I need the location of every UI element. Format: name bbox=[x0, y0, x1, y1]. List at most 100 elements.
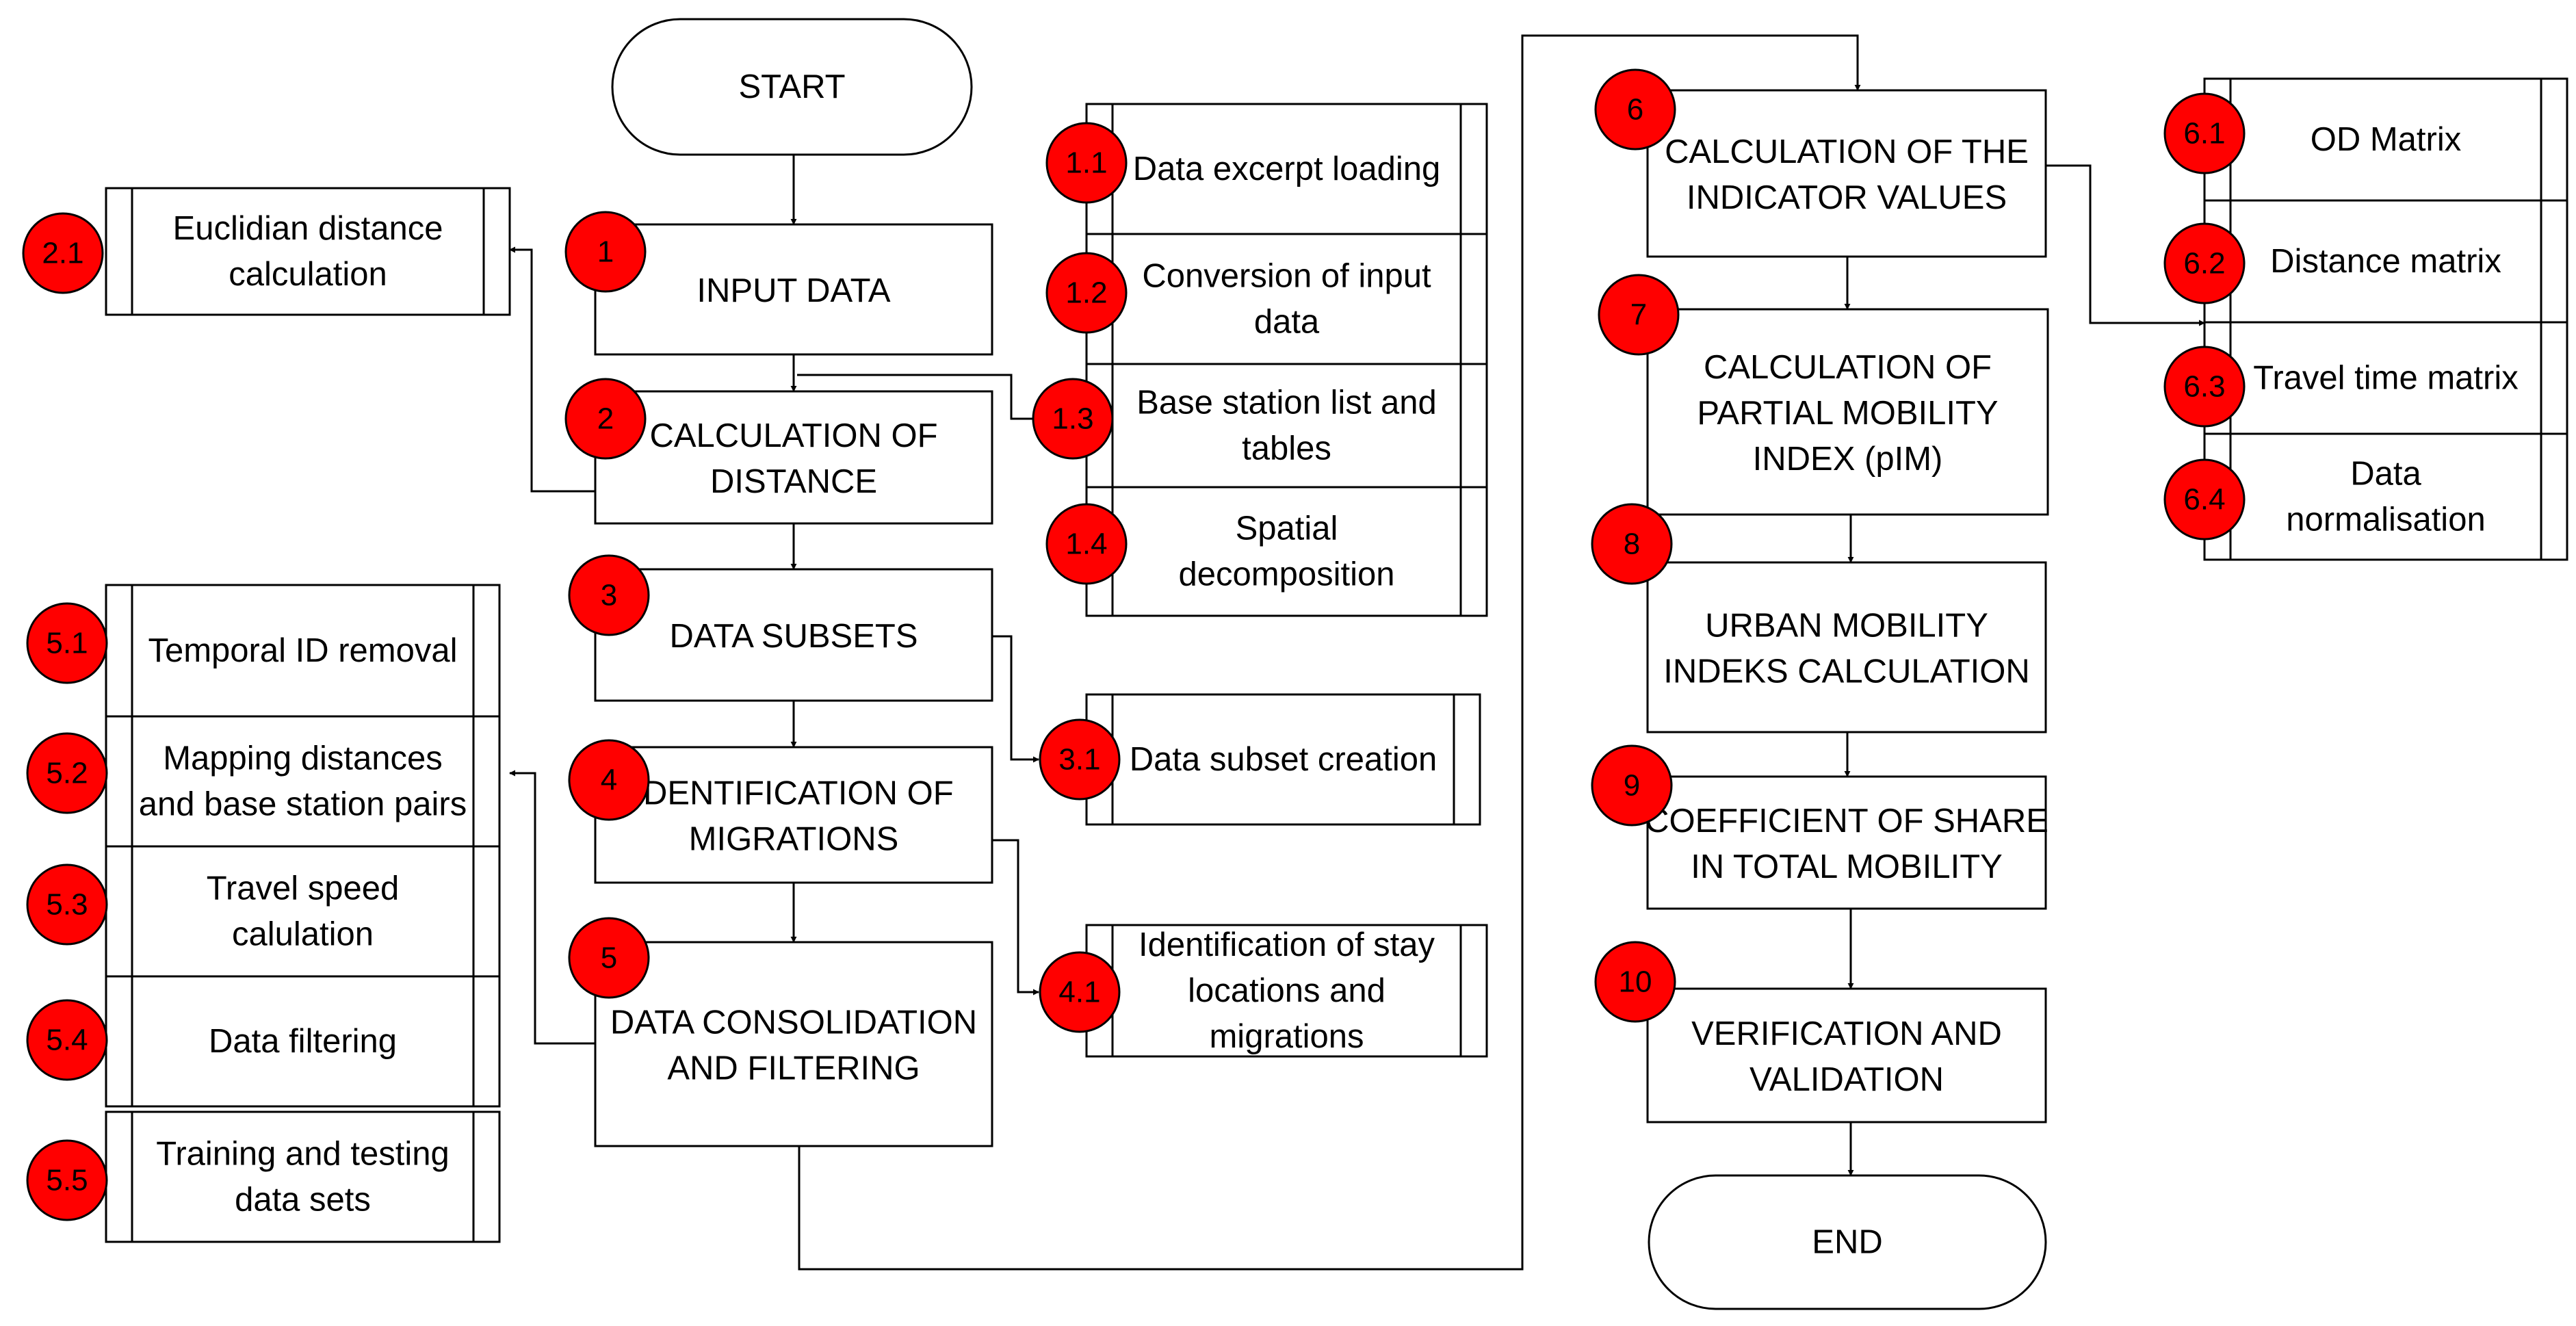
step-number-badge bbox=[1598, 274, 1680, 356]
start-terminal-label: START bbox=[738, 68, 845, 105]
process-box bbox=[1646, 561, 2047, 733]
process-step-label: CALCULATION OF bbox=[1704, 349, 1992, 386]
step-number-label: 5.5 bbox=[46, 1164, 88, 1197]
end-terminal-shape bbox=[1648, 1174, 2047, 1310]
step-number-label: 6.3 bbox=[2183, 370, 2225, 404]
step-number-badge bbox=[1591, 503, 1673, 585]
process-box bbox=[594, 746, 993, 884]
subprocess-box bbox=[1085, 924, 1488, 1058]
end-terminal-label: END bbox=[1812, 1224, 1882, 1261]
process-step-label: DATA SUBSETS bbox=[669, 618, 918, 655]
arrow-4-to-4.1 bbox=[991, 839, 1039, 996]
step-number-label: 5.1 bbox=[46, 627, 88, 660]
step-number-badge bbox=[26, 1139, 108, 1221]
step-number-badge bbox=[568, 554, 650, 636]
process-box bbox=[1646, 775, 2047, 910]
step-number-label: 6.1 bbox=[2183, 117, 2225, 151]
process-step-label: INPUT DATA bbox=[697, 272, 890, 309]
step-number-label: 5.2 bbox=[46, 757, 88, 790]
process-box bbox=[594, 941, 993, 1147]
step-number-label: 9 bbox=[1624, 769, 1640, 803]
process-step-label: AND FILTERING bbox=[667, 1050, 920, 1087]
step-number-badge bbox=[26, 732, 108, 814]
process-step-label: IDENTIFICATION OF bbox=[634, 775, 953, 812]
arrow-6-to-6.x bbox=[2046, 164, 2205, 326]
process-box bbox=[1646, 308, 2049, 516]
step-number-label: 4 bbox=[601, 764, 617, 797]
subprocess-label: and base station pairs bbox=[139, 786, 467, 823]
step-number-badge bbox=[22, 212, 104, 294]
step-number-label: 1.1 bbox=[1065, 146, 1107, 180]
subprocess-label: Euclidian distance bbox=[173, 210, 443, 247]
step-number-label: 1 bbox=[597, 235, 614, 269]
subprocess-box bbox=[105, 975, 501, 1108]
step-number-badge bbox=[26, 999, 108, 1081]
process-step-label: DISTANCE bbox=[710, 463, 877, 500]
subprocess-box bbox=[1085, 233, 1488, 365]
step-number-label: 5.4 bbox=[46, 1024, 88, 1057]
subprocess-label: migrations bbox=[1209, 1018, 1364, 1055]
start-terminal-shape bbox=[611, 18, 973, 156]
step-number-label: 6.4 bbox=[2183, 483, 2225, 517]
step-number-badge bbox=[2163, 92, 2246, 174]
process-box bbox=[594, 390, 993, 525]
subprocess-box bbox=[2203, 432, 2568, 561]
process-step-label: VERIFICATION AND bbox=[1691, 1015, 2002, 1052]
step-number-label: 10 bbox=[1619, 965, 1652, 999]
step-number-badge bbox=[26, 602, 108, 684]
subprocess-label: Data filtering bbox=[209, 1023, 397, 1060]
step-number-badge bbox=[1045, 503, 1128, 585]
subprocess-label: calculation bbox=[229, 256, 387, 293]
arrow-5-to-6 bbox=[798, 34, 1861, 1271]
connectors bbox=[509, 34, 2205, 1271]
start-terminal: START bbox=[611, 18, 973, 156]
step-number-badge bbox=[1039, 951, 1121, 1033]
subprocess-label: Spatial bbox=[1236, 510, 1338, 547]
process-step-1: INPUT DATA 1 bbox=[564, 211, 993, 356]
subprocess-label: decomposition bbox=[1179, 556, 1395, 593]
process-step-label: INDICATOR VALUES bbox=[1687, 179, 2007, 216]
subprocess-label: Base station list and bbox=[1136, 385, 1437, 421]
process-step-label: IN TOTAL MOBILITY bbox=[1691, 848, 2003, 885]
subprocess-label: Conversion of input bbox=[1142, 258, 1431, 295]
step-number-badge bbox=[564, 211, 647, 293]
subprocess-label: Data excerpt loading bbox=[1133, 151, 1440, 187]
subprocess-label: Distance matrix bbox=[2270, 243, 2501, 280]
process-box bbox=[594, 568, 993, 702]
step-number-badge bbox=[2163, 458, 2246, 541]
process-step-label: PARTIAL MOBILITY bbox=[1697, 395, 1998, 432]
subprocess-label: calulation bbox=[232, 916, 374, 953]
step-number-badge bbox=[1045, 122, 1128, 204]
step-number-label: 4.1 bbox=[1058, 976, 1100, 1009]
process-step-label: MIGRATIONS bbox=[689, 821, 899, 858]
step-number-badge bbox=[564, 378, 647, 460]
subprocess-box bbox=[105, 845, 501, 978]
subprocess-box bbox=[1085, 103, 1488, 235]
step-number-label: 6 bbox=[1627, 93, 1643, 127]
subprocess-label: Identification of stay bbox=[1139, 926, 1435, 963]
process-step-9: COEFFICIENT OF SHARE IN TOTAL MOBILITY 9 bbox=[1591, 744, 2048, 910]
step-number-badge bbox=[568, 917, 650, 999]
step-number-badge bbox=[1594, 68, 1676, 151]
arrow-1-to-1.3 bbox=[797, 374, 1039, 422]
step-number-badge bbox=[1045, 252, 1128, 334]
subprocess-label: data sets bbox=[235, 1182, 371, 1219]
process-step-label: COEFFICIENT OF SHARE bbox=[1645, 803, 2048, 840]
step-number-label: 6.2 bbox=[2183, 247, 2225, 281]
step-number-label: 7 bbox=[1630, 298, 1647, 332]
step-number-label: 1.2 bbox=[1065, 276, 1107, 310]
